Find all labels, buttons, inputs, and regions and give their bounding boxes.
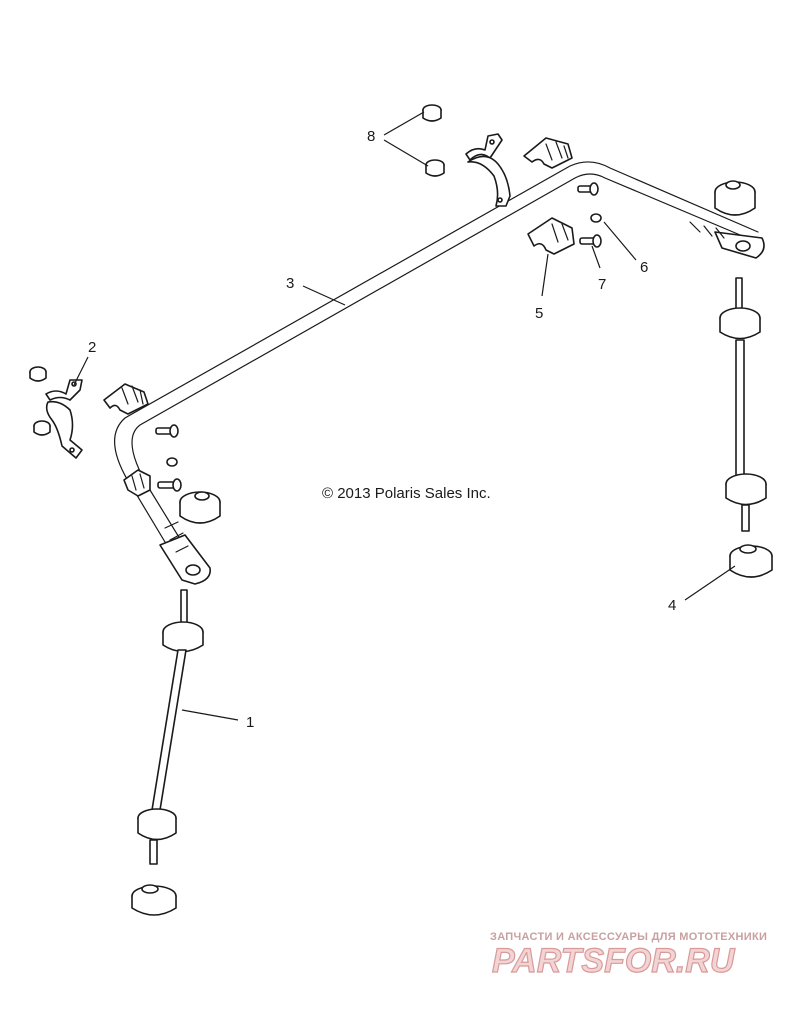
watermark-logo: ЗАПЧАСТИ И АКСЕССУАРЫ ДЛЯ МОТОТЕХНИКИ PA…: [490, 931, 767, 981]
left-nut-upper: [29, 366, 47, 382]
copyright-text: © 2013 Polaris Sales Inc.: [322, 485, 491, 502]
callout-5: 5: [535, 305, 543, 322]
callout-6: 6: [640, 259, 648, 276]
callout-1: 1: [246, 714, 254, 731]
callout-7: 7: [598, 276, 606, 293]
right-bolt: [579, 234, 602, 248]
left-bolt: [155, 424, 179, 438]
upper-nut-2: [425, 159, 445, 177]
left-small-nut: [166, 457, 178, 467]
upper-right-bushing: [714, 180, 756, 216]
left-link-bushing: [131, 884, 177, 916]
left-clamp-bracket: [45, 379, 83, 459]
right-link-bushing: [729, 544, 773, 578]
leader-lines: [73, 111, 736, 721]
right-clamp-bracket: [465, 133, 511, 207]
watermark-tagline: ЗАПЧАСТИ И АКСЕССУАРЫ ДЛЯ МОТОТЕХНИКИ: [490, 931, 767, 943]
left-lower-bolt: [157, 478, 182, 492]
callout-4: 4: [668, 597, 676, 614]
small-nut: [590, 213, 602, 223]
right-split-bushing: [523, 137, 573, 169]
callout-3: 3: [286, 275, 294, 292]
callout-2: 2: [88, 339, 96, 356]
watermark-brand: PARTSFOR.RU: [492, 942, 736, 980]
right-link-rod: [719, 277, 767, 532]
left-link-rod: [137, 589, 204, 865]
upper-nut-1: [422, 104, 442, 122]
bar-top-bolt: [577, 182, 599, 196]
left-lower-bushing-clamp: [123, 469, 151, 497]
left-inner-bushing: [179, 491, 221, 524]
callout-8: 8: [367, 128, 375, 145]
left-split-bushing: [103, 383, 149, 415]
left-nut-lower: [33, 420, 51, 436]
lower-split-bushing: [527, 217, 575, 255]
stabilizer-bar: [114, 161, 765, 585]
